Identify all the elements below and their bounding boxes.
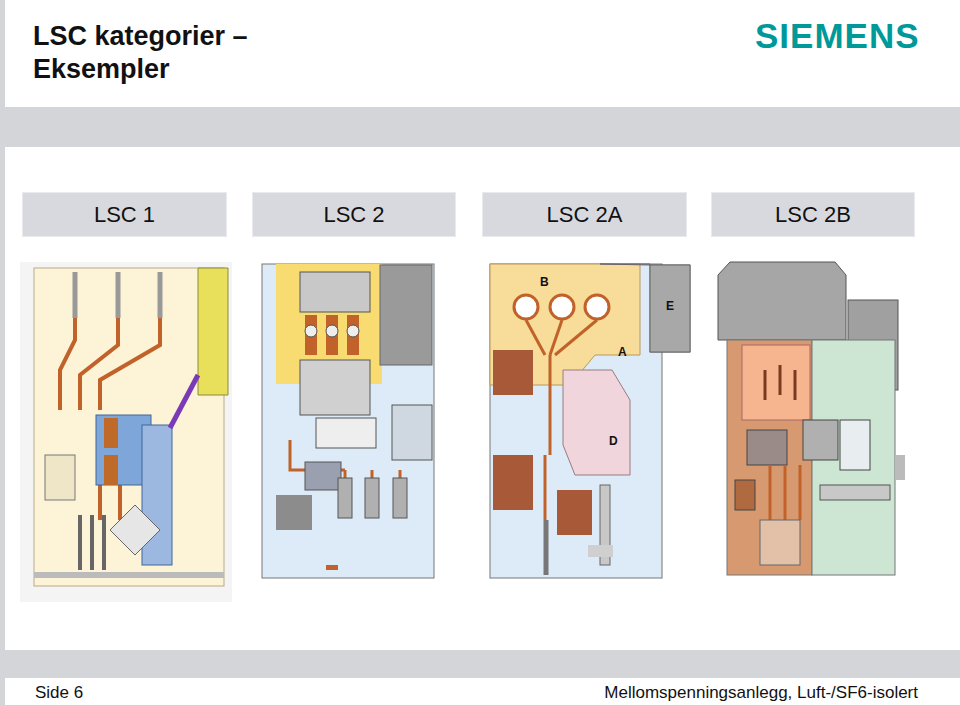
lsc2b-drawing: [718, 262, 905, 575]
lsc2-drawing: [262, 264, 434, 578]
category-label: LSC 2B: [775, 202, 851, 228]
callout-letter: D: [609, 435, 618, 448]
logo-text: SIEMENS: [755, 17, 920, 56]
category-band: LSC 1: [22, 192, 227, 237]
category-band: LSC 2B: [711, 192, 915, 237]
lsc2a-drawing: [490, 264, 690, 578]
category-band: LSC 2: [252, 192, 456, 237]
footer-text: Mellomspenningsanlegg, Luft-/SF6-isolert: [604, 684, 918, 703]
category-label: LSC 1: [94, 202, 155, 228]
callout-letter: A: [618, 346, 627, 359]
side-border: [0, 0, 5, 705]
lsc1-drawing: [20, 262, 232, 602]
category-label: LSC 2A: [547, 202, 623, 228]
page-number: Side 6: [35, 684, 83, 703]
footer-band: [0, 650, 960, 678]
category-label: LSC 2: [323, 202, 384, 228]
callout-letter: E: [666, 300, 674, 313]
category-band: LSC 2A: [482, 192, 687, 237]
slide-title: LSC kategorier – Eksempler: [33, 20, 283, 86]
header-band: [0, 107, 960, 147]
callout-letter: B: [540, 276, 549, 289]
